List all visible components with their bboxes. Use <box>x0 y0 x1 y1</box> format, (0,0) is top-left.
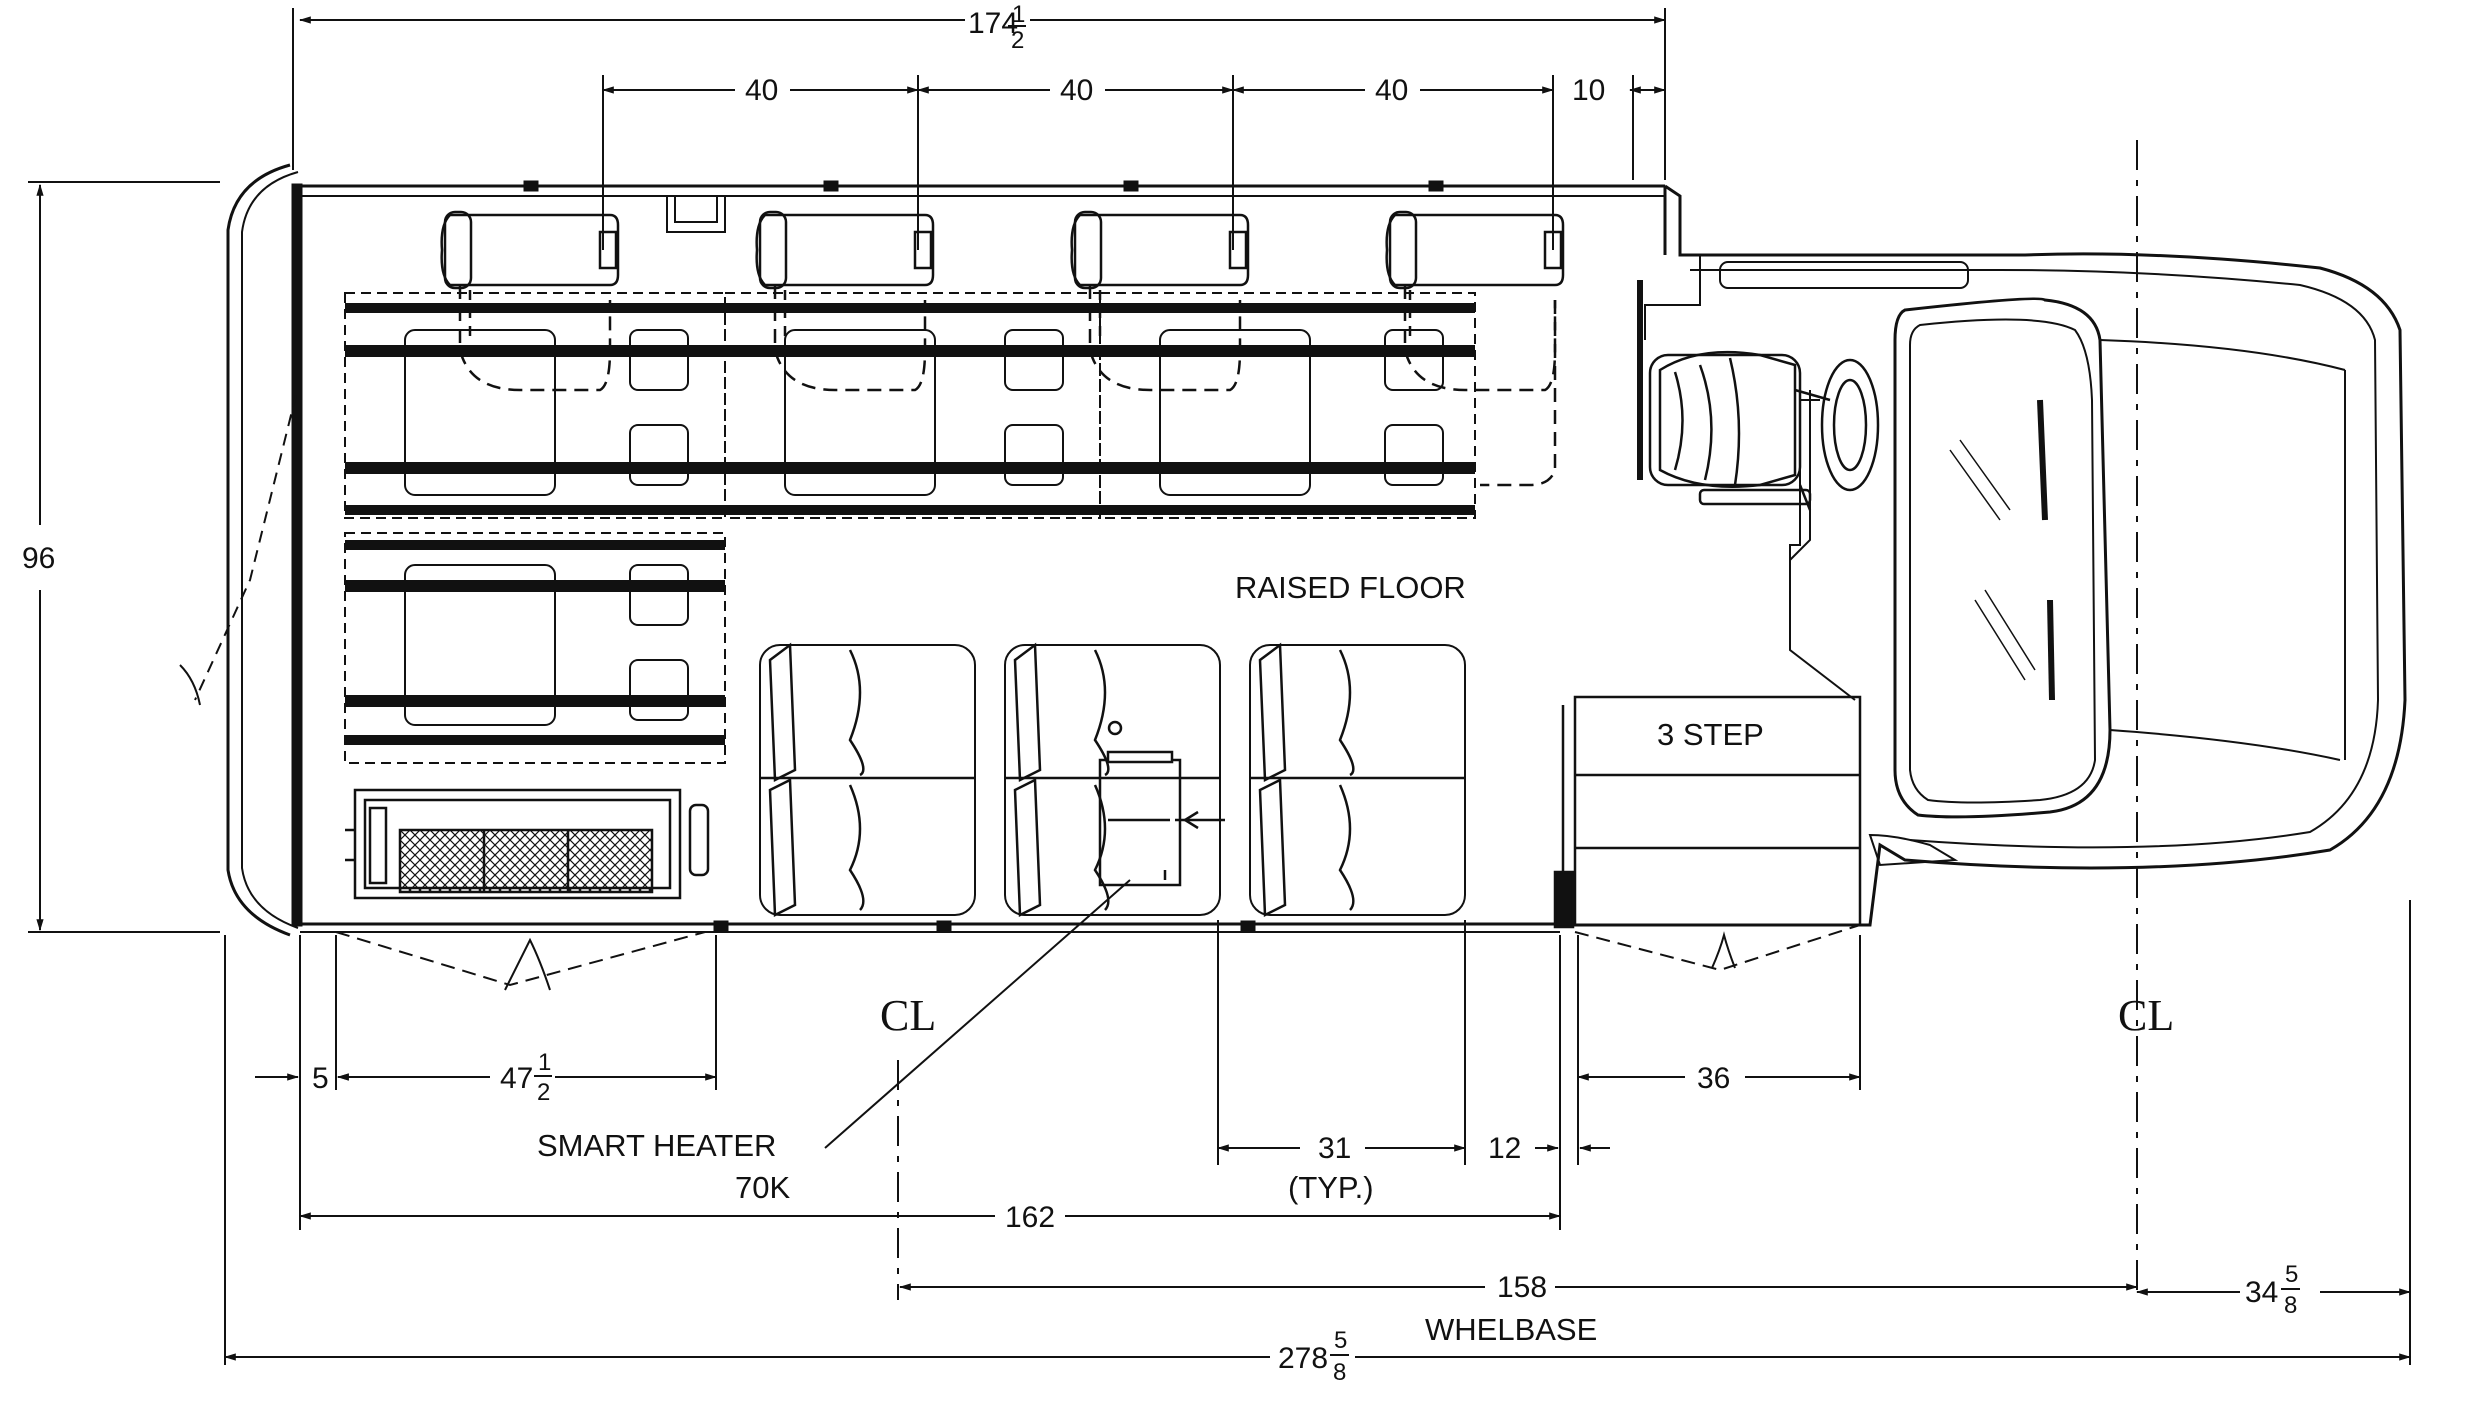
dim-lift-width-den: 2 <box>537 1079 550 1106</box>
top-seat-1 <box>440 210 620 392</box>
centerline-mark-front: CL <box>2118 991 2174 1040</box>
dim-front-overhang: 34 <box>2245 1276 2278 1309</box>
dim-door-gap: 12 <box>1488 1132 1521 1165</box>
top-seat-2 <box>755 210 935 392</box>
dim-step-width: 36 <box>1697 1062 1730 1095</box>
driver-seat <box>1648 350 1880 511</box>
top-seat-row <box>440 210 1565 487</box>
windshield <box>1893 297 2112 819</box>
dim-overall-length-den: 8 <box>1333 1359 1346 1386</box>
dimension-labels: 174 1 2 40 40 40 10 96 5 47 1 2 31 (TYP.… <box>22 1 2300 1386</box>
top-seat-4 <box>1385 210 1565 392</box>
smart-heater <box>824 720 1225 1149</box>
dim-seat-pitch-1: 40 <box>745 74 778 107</box>
dim-overall-length: 278 <box>1278 1342 1328 1375</box>
dim-lift-width: 47 <box>500 1062 533 1095</box>
centerlines <box>897 140 2138 1300</box>
heater-leader-line <box>824 879 1131 1149</box>
rear-wall <box>291 183 303 927</box>
entry-steps <box>1553 695 1862 972</box>
dim-lift-width-num: 1 <box>538 1049 551 1076</box>
dim-overall-length-num: 5 <box>1334 1327 1347 1354</box>
steering-wheel <box>1820 358 1880 492</box>
dim-typ: (TYP.) <box>1288 1170 1374 1205</box>
raised-floor-label: RAISED FLOOR <box>1235 570 1466 605</box>
wheelchair-lift <box>335 788 710 991</box>
dim-left-gap: 5 <box>312 1062 329 1095</box>
dim-body-width: 96 <box>22 542 55 575</box>
three-step-label: 3 STEP <box>1657 717 1764 752</box>
dim-seat-pitch-2: 40 <box>1060 74 1093 107</box>
dim-seat-depth: 31 <box>1318 1132 1351 1165</box>
seat-c <box>1250 642 1465 917</box>
top-seat-3 <box>1070 210 1250 392</box>
seat-b <box>1005 642 1220 917</box>
seat-a <box>760 642 975 917</box>
bus-body <box>179 163 1860 937</box>
dim-front-offset: 10 <box>1572 74 1605 107</box>
cab <box>1560 252 2407 927</box>
dimension-lines <box>28 8 2412 1365</box>
heater-capacity-label: 70K <box>735 1170 790 1205</box>
dim-overall-body-num: 1 <box>1012 1 1025 28</box>
cab-outline <box>1560 252 2407 927</box>
fixed-seats <box>759 642 1466 917</box>
centerline-mark-rear: CL <box>880 991 936 1040</box>
rear-bumper <box>226 163 291 937</box>
wheelchair-positions <box>344 292 1476 764</box>
dim-overall-body: 174 <box>968 7 1018 40</box>
smart-heater-label: SMART HEATER <box>537 1128 776 1163</box>
dim-floor-length: 162 <box>1005 1201 1055 1234</box>
dim-front-overhang-den: 8 <box>2284 1292 2297 1319</box>
dim-seat-pitch-3: 40 <box>1375 74 1408 107</box>
dim-overall-body-den: 2 <box>1011 27 1024 54</box>
dim-wheelbase: 158 <box>1497 1271 1547 1304</box>
dim-front-overhang-num: 5 <box>2285 1261 2298 1288</box>
wheelbase-label: WHELBASE <box>1425 1312 1597 1347</box>
